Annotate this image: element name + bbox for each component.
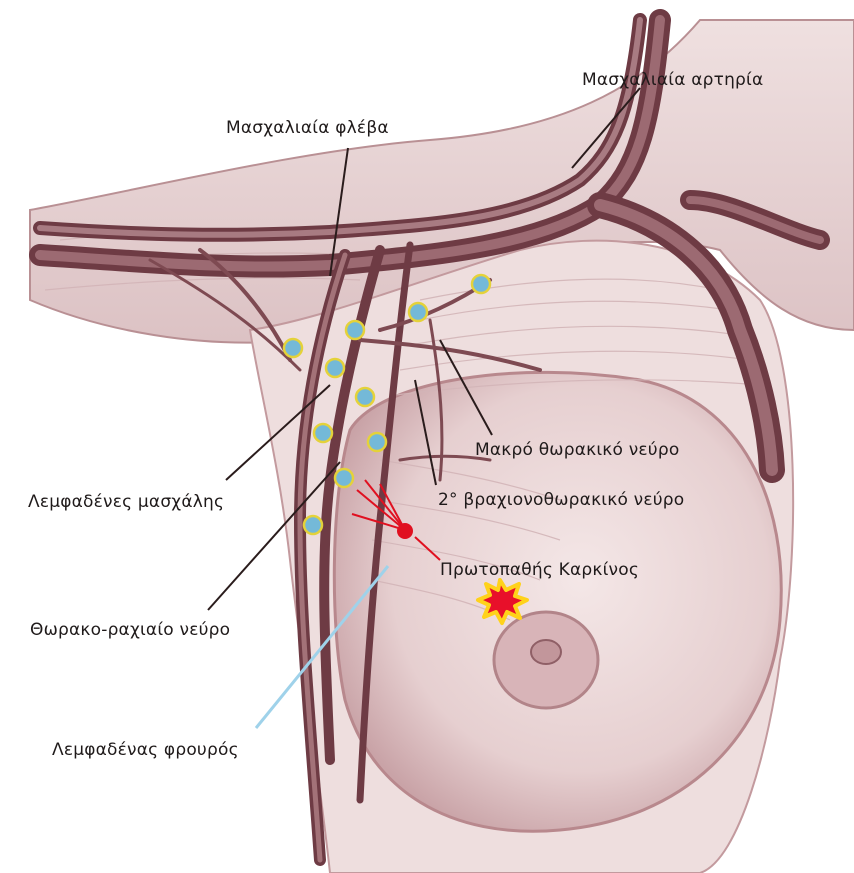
label-axillary-lymph-nodes: Λεμφαδένες μασχάλης <box>28 492 225 512</box>
lymph-node <box>407 301 429 323</box>
lymph-node <box>282 337 304 359</box>
leader-axillary-artery <box>571 87 641 169</box>
label-axillary-vein: Μασχαλιαία φλέβα <box>226 118 389 138</box>
lymph-node-group <box>282 273 492 536</box>
lymph-node <box>354 386 376 408</box>
muscle-fibres <box>44 227 761 621</box>
label-sentinel-node: Λεμφαδένας φρουρός <box>52 740 239 760</box>
primary-tumor-icon <box>476 578 529 625</box>
lymph-node <box>344 319 366 341</box>
leader-long-thoracic <box>439 339 493 436</box>
label-axillary-artery: Μασχαλιαία αρτηρία <box>582 70 764 90</box>
breast-shape <box>332 370 783 833</box>
drainage-arrows <box>351 479 441 561</box>
lymph-node <box>333 467 355 489</box>
leader-axillary-vein <box>329 147 349 277</box>
lymph-node <box>324 357 346 379</box>
leader-lines <box>207 87 641 611</box>
label-primary-cancer: Πρωτοπαθής Καρκίνος <box>440 560 640 580</box>
lymph-node <box>366 431 388 453</box>
lymph-node <box>302 514 324 536</box>
leader-intercostobrachial <box>414 379 437 486</box>
sentinel-node-marker <box>397 523 413 539</box>
label-thoracodorsal-nerve: Θωρακο-ραχιαίο νεύρο <box>30 620 231 640</box>
leader-sentinel-node <box>254 565 390 729</box>
label-intercostobrachial-nerve: 2° βραχιονοθωρακικό νεύρο <box>438 490 685 510</box>
lymph-node <box>470 273 492 295</box>
label-long-thoracic-nerve: Μακρό θωρακικό νεύρο <box>475 440 680 460</box>
leader-thoracodorsal <box>207 461 341 611</box>
lymph-node <box>312 422 334 444</box>
nipple <box>530 639 562 665</box>
leader-lymph-nodes <box>225 384 331 481</box>
